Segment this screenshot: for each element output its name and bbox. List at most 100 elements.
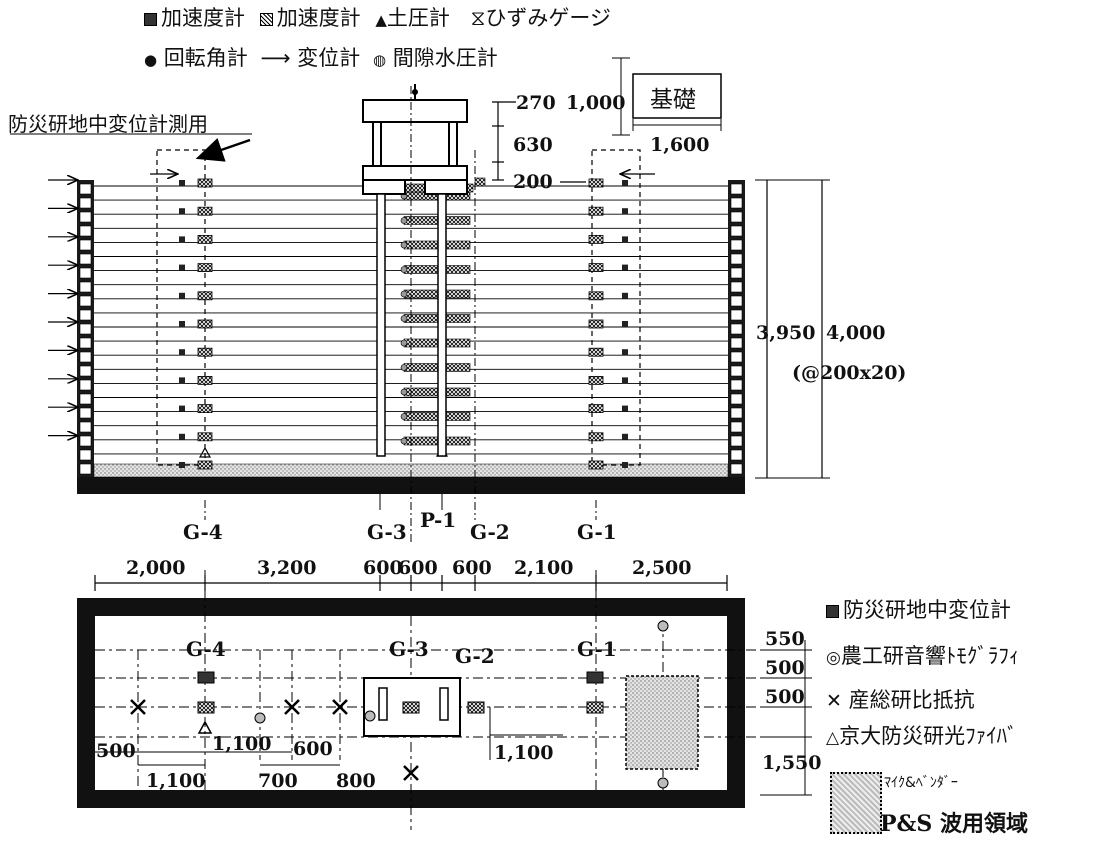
strain-gauge-icon [403, 314, 471, 323]
accelerometer-icon [588, 375, 604, 385]
legend-displacement: 変位計 [297, 46, 361, 70]
accelerometer-icon [197, 432, 213, 442]
wall-block [730, 197, 743, 209]
section-g3: G-3 [367, 520, 407, 544]
wall-block [79, 239, 92, 251]
accelerometer-icon [197, 460, 213, 470]
wall-block [730, 225, 743, 237]
legend2-tomography-label: 農工研音響ﾄﾓｸﾞﾗﾌｨ [840, 644, 1020, 668]
accelerometer-icon [197, 291, 213, 301]
wall-block [79, 253, 92, 265]
wall-block [730, 407, 743, 419]
wall-block [79, 197, 92, 209]
bosai-measure-box-right [591, 149, 641, 466]
wall-block [79, 449, 92, 461]
accelerometer-hatched-icon [259, 13, 273, 26]
accelerometer-icon [622, 264, 628, 271]
wall-block [79, 463, 92, 475]
accelerometer-icon [588, 206, 604, 216]
wall-block [730, 295, 743, 307]
accelerometer-icon [588, 291, 604, 301]
plan-dim-700: 700 [258, 770, 298, 792]
legend2-bosai: 防災研地中変位計 [826, 594, 1011, 624]
wall-blocks [79, 183, 743, 475]
bosai-measure-label: 防災研地中変位計測用 [8, 112, 208, 136]
legend-row-1: 加速度計 加速度計 ▲土圧計 ⧖ひずみゲージ [144, 2, 611, 32]
accelerometer-icon [179, 264, 185, 271]
accelerometer-icon [197, 263, 213, 273]
accelerometer-icon [588, 319, 604, 329]
accelerometer-icon [197, 347, 213, 357]
accel-g1 [586, 701, 604, 714]
displacement-arrows [48, 174, 655, 436]
accelerometer-icon [622, 349, 628, 356]
foundation-label: 基礎 [650, 87, 696, 113]
legend-accel-2: 加速度計 [276, 6, 361, 30]
strain-gauge-icon [403, 240, 471, 250]
tomography-c2 [364, 710, 376, 722]
dim-at200x20: (@200x20) [792, 362, 907, 384]
tomography-bottom [657, 777, 669, 789]
plan-g2: G-2 [455, 644, 495, 668]
accelerometer-icon [622, 377, 628, 384]
pore-pressure-gauge-icon [400, 339, 408, 347]
plan-dim-1550: 1,550 [762, 752, 822, 774]
wall-block [79, 323, 92, 335]
legend-row-2: ● 回転角計 ⟶ 変位計 ◍ 間隙水圧計 [144, 42, 498, 72]
arrow-icon: ⟶ [260, 46, 291, 70]
accelerometer-icon [197, 178, 213, 188]
wall-block [79, 281, 92, 293]
strain-gauge-icon [403, 216, 471, 225]
wall-block [730, 365, 743, 377]
section-g4: G-4 [183, 520, 223, 544]
accelerometer-icon [179, 405, 185, 412]
earth-pressure-gauge-icon: ▲ [375, 11, 387, 29]
wall-block [79, 435, 92, 447]
wall-block [79, 393, 92, 405]
bosai-measure-box-left [156, 149, 206, 466]
legend2-fiber-label: 京大防災研光ﾌｧｲﾊﾞ [839, 724, 1018, 748]
wall-block [730, 449, 743, 461]
wall-block [730, 351, 743, 363]
legend2-resistivity-label: 産総研比抵抗 [848, 688, 975, 712]
tomography-top [657, 620, 669, 632]
plan-dim-600a: 600 [363, 557, 403, 579]
plan-dim-1100a: 1,100 [212, 733, 272, 755]
foundation-structure [362, 84, 468, 457]
wall-block [79, 183, 92, 195]
accelerometer-icon [179, 292, 185, 299]
accelerometer-icon [144, 13, 157, 26]
wall-block [730, 281, 743, 293]
strain-gauge-icon [403, 338, 471, 348]
dim-4000: 4,000 [826, 322, 886, 344]
legend2-ps: P&S 波用領域 [880, 811, 1028, 837]
accelerometer-icon [622, 180, 628, 186]
accelerometer-icon [197, 375, 213, 385]
section-g2: G-2 [470, 520, 510, 544]
pore-pressure-gauge-icon [400, 315, 408, 322]
strain-gauge-icon [403, 265, 471, 274]
pore-pressure-gauge-icon [400, 266, 408, 273]
plan-view [77, 570, 812, 830]
bosai-arrow [195, 138, 251, 162]
pore-pressure-gauge-icon [400, 290, 408, 298]
wall-block [730, 267, 743, 279]
accelerometer-icon [179, 321, 185, 327]
plan-dim-500: 500 [96, 740, 136, 762]
plan-dim-1100b: 1,100 [494, 742, 554, 764]
wall-block [79, 295, 92, 307]
accelerometer-icon [588, 460, 604, 470]
container-base [77, 477, 745, 494]
accelerometer-icon [622, 321, 628, 327]
plan-dim-2000: 2,000 [126, 557, 186, 579]
plan-dim-800: 800 [336, 770, 376, 792]
accelerometer-icon [179, 462, 185, 468]
legend-rotation: 回転角計 [163, 46, 248, 70]
fiber-triangle [197, 720, 213, 734]
ps-wave-area [625, 675, 699, 770]
legend2-tomography: ◎農工研音響ﾄﾓｸﾞﾗﾌｨ [826, 640, 1019, 670]
accelerometer-icon [622, 208, 628, 215]
legend-earth-pressure: 土圧計 [386, 6, 450, 30]
accel-g3 [402, 701, 420, 714]
pore-pressure-gauge-icon [400, 241, 408, 249]
